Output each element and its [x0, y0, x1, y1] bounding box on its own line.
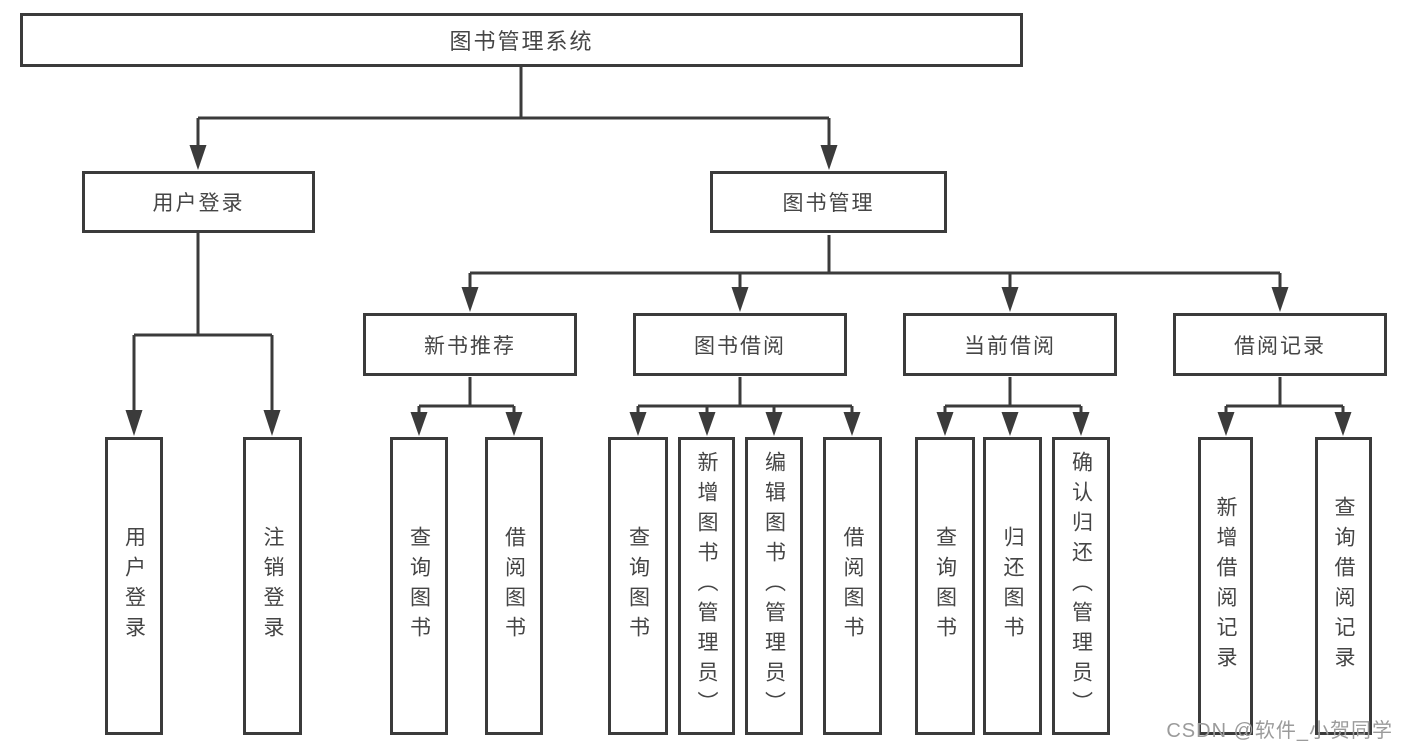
node-user-login: 用户登录: [82, 171, 315, 233]
leaf-add-books-admin: 新增图书（管理员）: [678, 437, 735, 735]
leaf-user-login: 用户登录: [105, 437, 163, 735]
node-current-borrowing: 当前借阅: [903, 313, 1117, 376]
leaf-label: 查询图书: [933, 526, 957, 646]
node-library-management-system: 图书管理系统: [20, 13, 1023, 67]
leaf-label: 注销登录: [261, 526, 284, 646]
leaf-borrow-books-recommend: 借阅图书: [485, 437, 543, 735]
node-book-borrowing: 图书借阅: [633, 313, 847, 376]
leaf-label: 用户登录: [122, 526, 146, 646]
leaf-label: 编辑图书（管理员）: [762, 451, 786, 721]
leaf-confirm-return-admin: 确认归还（管理员）: [1052, 437, 1110, 735]
leaf-add-borrow-record: 新增借阅记录: [1198, 437, 1253, 735]
leaf-label: 新增图书（管理员）: [695, 451, 718, 721]
node-label: 借阅记录: [1234, 334, 1326, 358]
leaf-query-books-borrow: 查询图书: [608, 437, 668, 735]
leaf-query-borrow-record: 查询借阅记录: [1315, 437, 1372, 735]
node-book-management: 图书管理: [710, 171, 947, 233]
node-label: 新书推荐: [424, 334, 516, 358]
node-label: 图书借阅: [694, 334, 786, 358]
leaf-borrow-books: 借阅图书: [823, 437, 882, 735]
leaf-query-books-current: 查询图书: [915, 437, 975, 735]
node-label: 用户登录: [152, 192, 245, 215]
node-new-book-recommendation: 新书推荐: [363, 313, 577, 376]
leaf-label: 新增借阅记录: [1214, 496, 1237, 676]
node-label: 图书管理: [782, 192, 875, 215]
leaf-label: 归还图书: [1001, 526, 1024, 646]
leaf-label: 查询借阅记录: [1332, 496, 1355, 676]
leaf-query-books-recommend: 查询图书: [390, 437, 448, 735]
node-label: 当前借阅: [964, 334, 1056, 358]
leaf-edit-books-admin: 编辑图书（管理员）: [745, 437, 803, 735]
leaf-label: 查询图书: [626, 526, 650, 646]
leaf-return-books: 归还图书: [983, 437, 1042, 735]
node-borrowing-records: 借阅记录: [1173, 313, 1387, 376]
leaf-logout: 注销登录: [243, 437, 302, 735]
leaf-label: 确认归还（管理员）: [1069, 451, 1093, 721]
leaf-label: 借阅图书: [841, 526, 864, 646]
leaf-label: 查询图书: [407, 526, 431, 646]
node-label: 图书管理系统: [449, 29, 594, 54]
leaf-label: 借阅图书: [502, 526, 526, 646]
